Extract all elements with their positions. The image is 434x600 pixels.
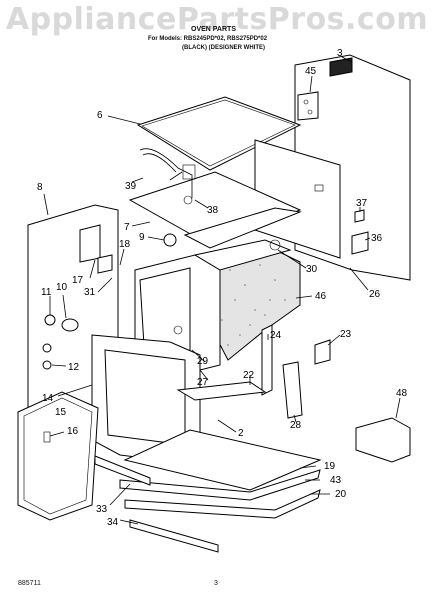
callout-31: 31 <box>84 287 96 298</box>
callout-45: 45 <box>305 66 317 77</box>
callout-43: 43 <box>330 475 342 486</box>
callout-15: 15 <box>55 407 67 418</box>
callout-20: 20 <box>335 489 347 500</box>
callout-6: 6 <box>97 110 103 121</box>
callout-14: 14 <box>42 393 54 404</box>
callout-11: 11 <box>41 287 52 298</box>
callout-30: 30 <box>306 264 318 275</box>
callout-24: 24 <box>270 330 282 341</box>
part-door-panel <box>17 391 99 521</box>
callout-22: 22 <box>243 370 255 381</box>
callout-10: 10 <box>56 282 68 293</box>
part-small-brackets <box>351 209 369 255</box>
callout-19: 19 <box>324 461 336 472</box>
part-switch-assembly <box>42 314 79 370</box>
watermark: AppliancePartsPros.com <box>5 2 429 37</box>
callout-18: 18 <box>119 239 131 250</box>
document-number: 885711 <box>18 580 41 587</box>
callout-39: 39 <box>125 181 137 192</box>
callout-8: 8 <box>37 182 43 193</box>
part-bracket-45 <box>297 91 319 121</box>
callout-48: 48 <box>396 388 408 399</box>
callout-34: 34 <box>107 517 119 528</box>
callout-36: 36 <box>371 233 383 244</box>
leader-lines <box>43 56 401 525</box>
callout-17: 17 <box>72 275 84 286</box>
diagram-title: OVEN PARTS <box>191 26 236 33</box>
color-options: (BLACK) (DESIGNER WHITE) <box>182 45 265 51</box>
callout-9: 9 <box>139 232 145 243</box>
part-bracket-48 <box>355 417 411 463</box>
part-trim-strips <box>94 455 219 553</box>
part-top-panel <box>136 96 302 171</box>
callout-12: 12 <box>68 362 80 373</box>
callout-28: 28 <box>290 420 302 431</box>
callout-26: 26 <box>369 289 381 300</box>
callout-38: 38 <box>207 205 219 216</box>
part-bottom-panel <box>119 429 322 519</box>
model-numbers: For Models: RBS245PD*02, RBS275PD*02 <box>148 36 268 42</box>
part-hinge-assembly <box>261 324 331 419</box>
callout-33: 33 <box>96 504 108 515</box>
callout-3: 3 <box>337 48 343 59</box>
callout-37: 37 <box>356 198 368 209</box>
part-rail-22 <box>176 381 267 401</box>
part-upper-plate <box>128 148 302 249</box>
callout-27: 27 <box>197 377 209 388</box>
callout-23: 23 <box>340 329 352 340</box>
callout-2: 2 <box>238 428 244 439</box>
callout-16: 16 <box>67 426 79 437</box>
callout-29: 29 <box>197 356 209 367</box>
page-number: 3 <box>214 580 218 587</box>
part-thermostat-9 <box>163 233 177 247</box>
callout-46: 46 <box>315 291 327 302</box>
callout-labels: 3 45 6 8 39 38 7 9 37 36 30 26 46 18 17 … <box>37 48 408 528</box>
callout-7: 7 <box>124 222 130 233</box>
